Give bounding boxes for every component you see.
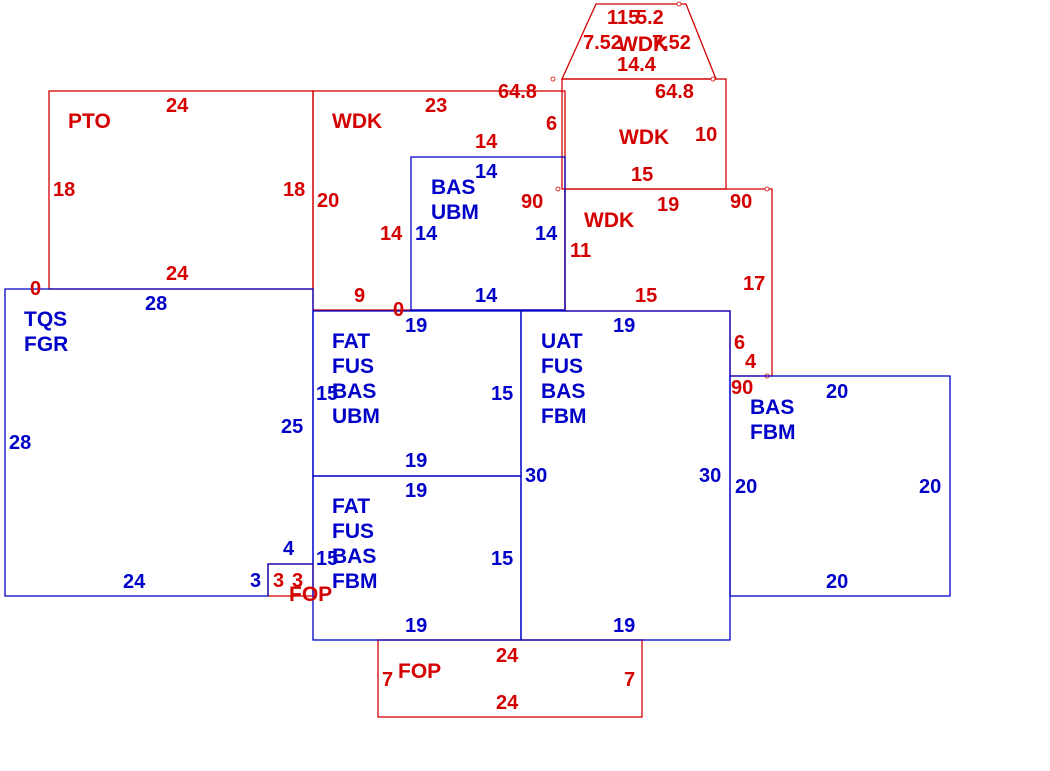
bas-fbm-right-line1: BAS: [750, 396, 794, 419]
bas-ubm-upper-line2: UBM: [431, 201, 479, 224]
bas-ubm-upper-dim-bottom: 14: [475, 285, 498, 307]
wdk-bay-label: WDK: [618, 33, 668, 56]
bas-fbm-right-dim-bottom: 20: [826, 571, 848, 593]
wdk-main-dim-left: 20: [317, 190, 339, 212]
bas-ubm-upper-dim-left: 14: [415, 223, 438, 245]
uat-fbm-dim-right: 30: [699, 465, 721, 487]
fop-bottom-label: FOP: [398, 660, 441, 683]
tqs-fgr-dim-left: 28: [9, 432, 31, 454]
pto-dim-top: 24: [166, 95, 189, 117]
bas-fbm-right-line2: FBM: [750, 421, 796, 444]
uat-fbm-line1: UAT: [541, 330, 583, 353]
tqs-fgr-line1: TQS: [24, 308, 67, 331]
fop-bottom-dim-right: 7: [624, 669, 635, 691]
bas-fbm-right-dim-left: 20: [735, 476, 757, 498]
corner-marker: [676, 1, 682, 7]
bas-fbm-right-dim-top: 20: [826, 381, 848, 403]
pto-label: PTO: [68, 110, 111, 133]
tqs-fgr-dim-notch-left: 3: [250, 570, 261, 592]
uat-fbm-line3: BAS: [541, 380, 585, 403]
bas-ubm-upper-outline: [410, 156, 566, 311]
wdk-right-dim-left: 11: [570, 240, 591, 262]
uat-fbm-dim-left: 30: [525, 465, 547, 487]
wdk-right-dim-notch-a: 6: [734, 332, 745, 354]
uat-fbm-dim-bottom: 19: [613, 615, 635, 637]
wdk-right-dim-top: 19: [657, 194, 679, 216]
tqs-fgr-outline: [4, 288, 314, 597]
tqs-fgr-line2: FGR: [24, 333, 68, 356]
corner-marker: [555, 186, 561, 192]
fat-ubm-dim-top: 19: [405, 315, 427, 337]
wdk-bay-dim-top-left: 115: [607, 7, 639, 29]
fat-fbm-dim-top: 19: [405, 480, 427, 502]
corner-marker: [764, 186, 770, 192]
uat-fbm-line2: FUS: [541, 355, 583, 378]
wdk-right-dim-right: 17: [743, 273, 765, 295]
tqs-fgr-dim-notch-top: 4: [283, 538, 295, 560]
fat-ubm-dim-bottom: 19: [405, 450, 427, 472]
wdk-right-dim-notch-b: 4: [745, 351, 757, 373]
corner-marker: [710, 76, 716, 82]
wdk-main-dim-bottom: 9: [354, 285, 365, 307]
wdk-upper-right-dim-right: 10: [695, 124, 717, 146]
uat-fbm-dim-top: 19: [613, 315, 635, 337]
wdk-right-dim-notch-c: 90: [731, 377, 753, 399]
fat-ubm-dim-right: 15: [491, 383, 513, 405]
wdk-right-dim-bottom: 15: [635, 285, 657, 307]
wdk-main-dim-top: 23: [425, 95, 447, 117]
bas-ubm-upper-line1: BAS: [431, 176, 475, 199]
tqs-fgr-dim-top: 28: [145, 293, 167, 315]
wdk-right-label: WDK: [584, 209, 634, 232]
fat-fbm-dim-bottom: 19: [405, 615, 427, 637]
pto-dim-corner: 0: [30, 278, 41, 300]
bas-fbm-right-dim-right: 20: [919, 476, 941, 498]
fat-fbm-line3: BAS: [332, 545, 376, 568]
wdk-upper-right-label: WDK: [619, 126, 669, 149]
fop-bottom-dim-top: 24: [496, 645, 519, 667]
wdk-right-dim-top-right: 90: [730, 191, 752, 213]
wdk-upper-right-dim-top: 64.8: [655, 81, 694, 103]
bas-ubm-upper-dim-corner: 0: [393, 299, 404, 321]
fat-fbm-line4: FBM: [332, 570, 378, 593]
fop-bottom-dim-left: 7: [382, 669, 393, 691]
corner-marker: [550, 76, 556, 82]
wdk-bay-dim-top-right: 5.2: [636, 7, 664, 29]
wdk-main-dim-top-right: 64.8: [498, 81, 537, 103]
fat-ubm-dim-left: 15: [316, 383, 338, 405]
pto-dim-left: 18: [53, 179, 75, 201]
wdk-upper-right-dim-bottom: 15: [631, 164, 653, 186]
wdk-main-dim-inner-left: 14: [380, 223, 403, 245]
fop-bottom-dim-bottom: 24: [496, 692, 519, 714]
fat-ubm-line2: FUS: [332, 355, 374, 378]
wdk-bay-dim-left: 7.52: [583, 32, 622, 54]
wdk-main-dim-inner-right: 90: [521, 191, 543, 213]
fat-fbm-line2: FUS: [332, 520, 374, 543]
pto-dim-right: 18: [283, 179, 305, 201]
fat-ubm-line3: BAS: [332, 380, 376, 403]
uat-fbm-line4: FBM: [541, 405, 587, 428]
pto-dim-bottom: 24: [166, 263, 189, 285]
fop-small-dim-a: 3: [273, 570, 284, 592]
wdk-main-label: WDK: [332, 110, 382, 133]
tqs-fgr-dim-bottom: 24: [123, 571, 146, 593]
fat-ubm-line4: UBM: [332, 405, 380, 428]
fat-fbm-line1: FAT: [332, 495, 370, 518]
fop-small-label: FOP: [289, 583, 332, 606]
fat-fbm-dim-left: 15: [316, 548, 338, 570]
tqs-fgr-dim-right: 25: [281, 416, 303, 438]
bas-ubm-upper-dim-right: 14: [535, 223, 558, 245]
wdk-main-dim-inner-top: 14: [475, 131, 498, 153]
wdk-bay-dim-bottom: 14.4: [617, 54, 657, 76]
fat-fbm-dim-right: 15: [491, 548, 513, 570]
fat-ubm-line1: FAT: [332, 330, 370, 353]
fop-small-dim-b: 3: [292, 570, 303, 592]
wdk-bay-dim-right: 7.52: [652, 32, 691, 54]
bas-ubm-upper-dim-top: 14: [475, 161, 498, 183]
bas-fbm-right-outline: [729, 375, 951, 597]
wdk-main-dim-right: 6: [546, 113, 557, 135]
